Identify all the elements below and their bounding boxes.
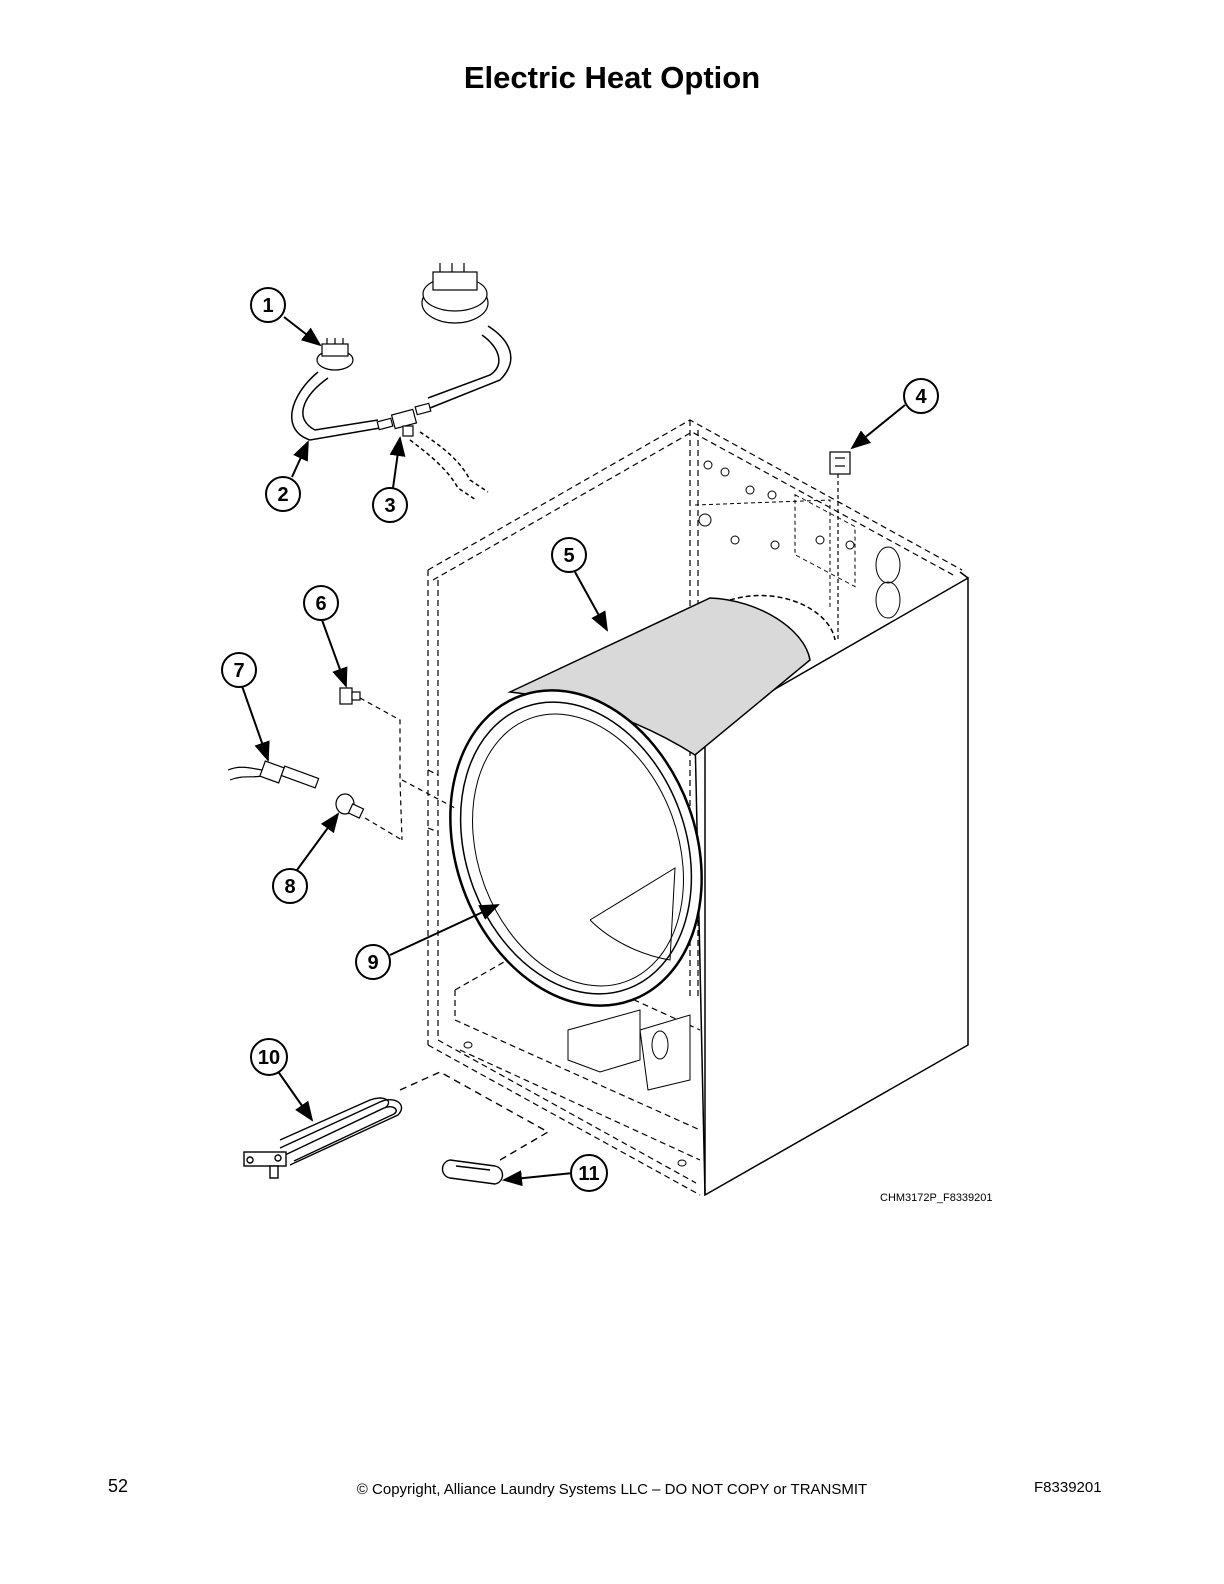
callout-3: 3 <box>372 487 408 523</box>
callout-label: 1 <box>262 295 273 317</box>
callout-2: 2 <box>265 476 301 512</box>
leader-lines <box>241 316 906 1187</box>
tee-fitting <box>376 402 432 437</box>
callout-label: 2 <box>277 484 288 506</box>
plug-cover <box>441 1159 504 1185</box>
sensor-fitting-large <box>335 779 456 841</box>
document-number: F8339201 <box>1034 1479 1102 1496</box>
callout-8: 8 <box>272 868 308 904</box>
callout-11: 11 <box>570 1154 608 1192</box>
page-number: 52 <box>108 1476 129 1496</box>
back-panel <box>694 460 901 619</box>
callout-4: 4 <box>903 378 939 414</box>
copyright-notice: © Copyright, Alliance Laundry Systems LL… <box>356 1481 868 1498</box>
cabinet-side-panel <box>694 571 969 1197</box>
callout-label: 6 <box>315 593 326 615</box>
callout-label: 5 <box>563 545 574 567</box>
callout-label: 7 <box>233 660 244 682</box>
hose-assembly <box>291 325 512 501</box>
callout-label: 4 <box>915 386 927 408</box>
callout-6: 6 <box>303 585 339 621</box>
callout-9: 9 <box>355 944 391 980</box>
pressure-switch-large <box>421 263 489 324</box>
sensor-fitting-small <box>339 687 403 841</box>
callout-5: 5 <box>551 537 587 573</box>
callout-label: 9 <box>367 952 378 974</box>
pressure-switch-small <box>316 338 354 371</box>
relay <box>829 451 851 640</box>
base-components <box>463 1009 691 1167</box>
drawing-id: CHM3172P_F8339201 <box>880 1192 993 1204</box>
callout-label: 11 <box>578 1163 599 1185</box>
callout-1: 1 <box>250 287 286 323</box>
heating-element <box>243 1071 550 1179</box>
callout-label: 3 <box>384 495 395 517</box>
callout-label: 8 <box>284 876 295 898</box>
front-ring <box>449 689 703 1007</box>
callout-10: 10 <box>250 1038 288 1076</box>
thermistor <box>227 760 320 789</box>
callout-label: 10 <box>258 1047 280 1069</box>
page-title: Electric Heat Option <box>463 60 761 95</box>
callout-7: 7 <box>221 652 257 688</box>
